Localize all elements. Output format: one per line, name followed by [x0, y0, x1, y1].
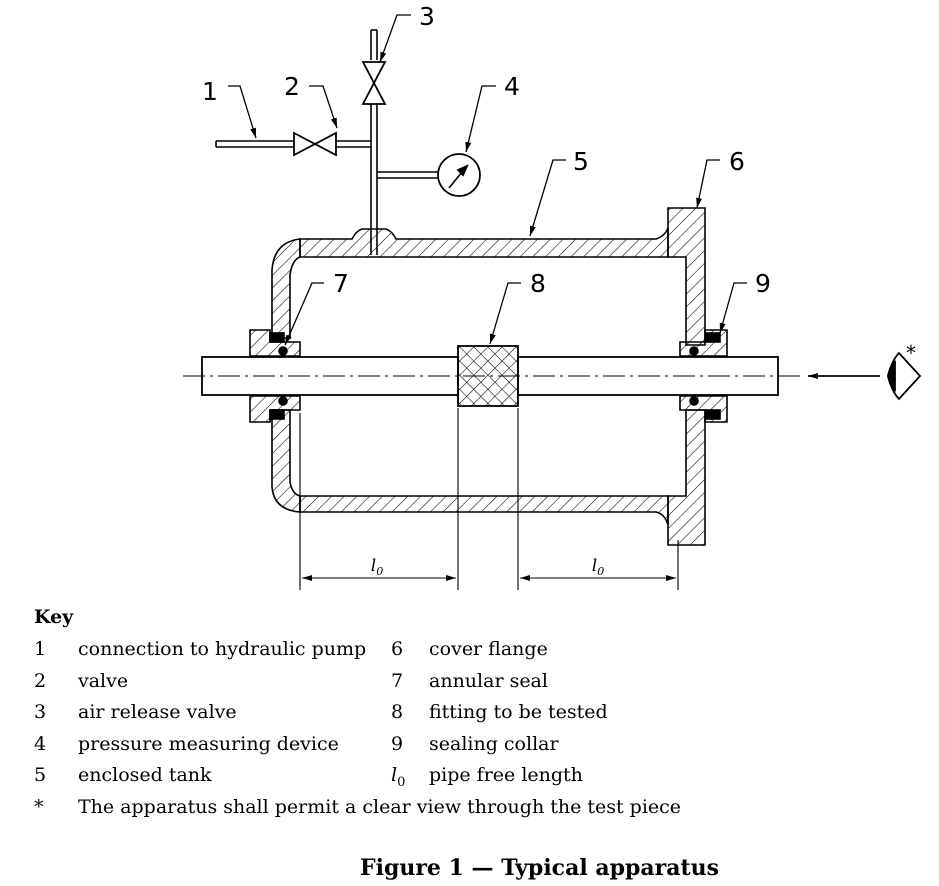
key-description: air release valve [78, 701, 237, 723]
key-number: 8 [391, 701, 404, 723]
pressure-gauge-icon [437, 153, 481, 197]
left-collar [249, 329, 301, 423]
figure-caption: Figure 1 — Typical apparatus [359, 855, 720, 881]
key-description: fitting to be tested [429, 701, 608, 723]
key-number: 5 [34, 764, 47, 786]
key-description: valve [78, 670, 129, 692]
eye-icon [887, 351, 922, 401]
key-description: enclosed tank [78, 764, 212, 786]
key-number: 4 [34, 733, 47, 755]
key-heading: Key [34, 606, 74, 628]
callout-1: 1 [202, 77, 218, 106]
tank-left-wall-lower [271, 409, 301, 513]
valve-icon [293, 131, 337, 157]
key-number: 7 [391, 670, 404, 692]
leader-lines [228, 14, 747, 346]
key-number: 9 [391, 733, 404, 755]
callout-5: 5 [573, 147, 589, 176]
cover-flange-lower [667, 409, 706, 546]
supply-pipe [215, 29, 438, 255]
dimension-lines [299, 408, 679, 590]
key-description: pipe free length [429, 764, 583, 786]
key-description: connection to hydraulic pump [78, 638, 367, 660]
key-number: * [34, 796, 44, 818]
sealing-collar [679, 329, 728, 423]
apparatus-diagram: 1 2 3 4 5 6 7 8 9 * l0 l0 [183, 2, 922, 590]
key-description: The apparatus shall permit a clear view … [78, 796, 682, 818]
key-number: 2 [34, 670, 47, 692]
key-description: sealing collar [429, 733, 559, 755]
callout-7: 7 [333, 269, 349, 298]
key-number: 3 [34, 701, 47, 723]
callout-2: 2 [284, 72, 300, 101]
callout-6: 6 [729, 147, 745, 176]
cover-flange [667, 207, 706, 346]
tank-left-wall-upper [271, 238, 301, 339]
key-number: 1 [34, 638, 47, 660]
view-asterisk: * [906, 341, 916, 365]
callout-9: 9 [755, 269, 771, 298]
key-number: 6 [391, 638, 404, 660]
dimension-label-right: l0 [592, 556, 604, 578]
dimension-label-left: l0 [371, 556, 383, 578]
key-description: pressure measuring device [78, 733, 339, 755]
air-release-valve-icon [361, 61, 387, 105]
key-description: annular seal [429, 670, 548, 692]
key-description: cover flange [429, 638, 548, 660]
tank-bottom-wall [299, 495, 669, 526]
callout-4: 4 [504, 72, 520, 101]
key-number: l0 [391, 764, 406, 790]
tank-top-wall [299, 227, 669, 258]
callout-8: 8 [530, 269, 546, 298]
callout-3: 3 [419, 2, 435, 31]
